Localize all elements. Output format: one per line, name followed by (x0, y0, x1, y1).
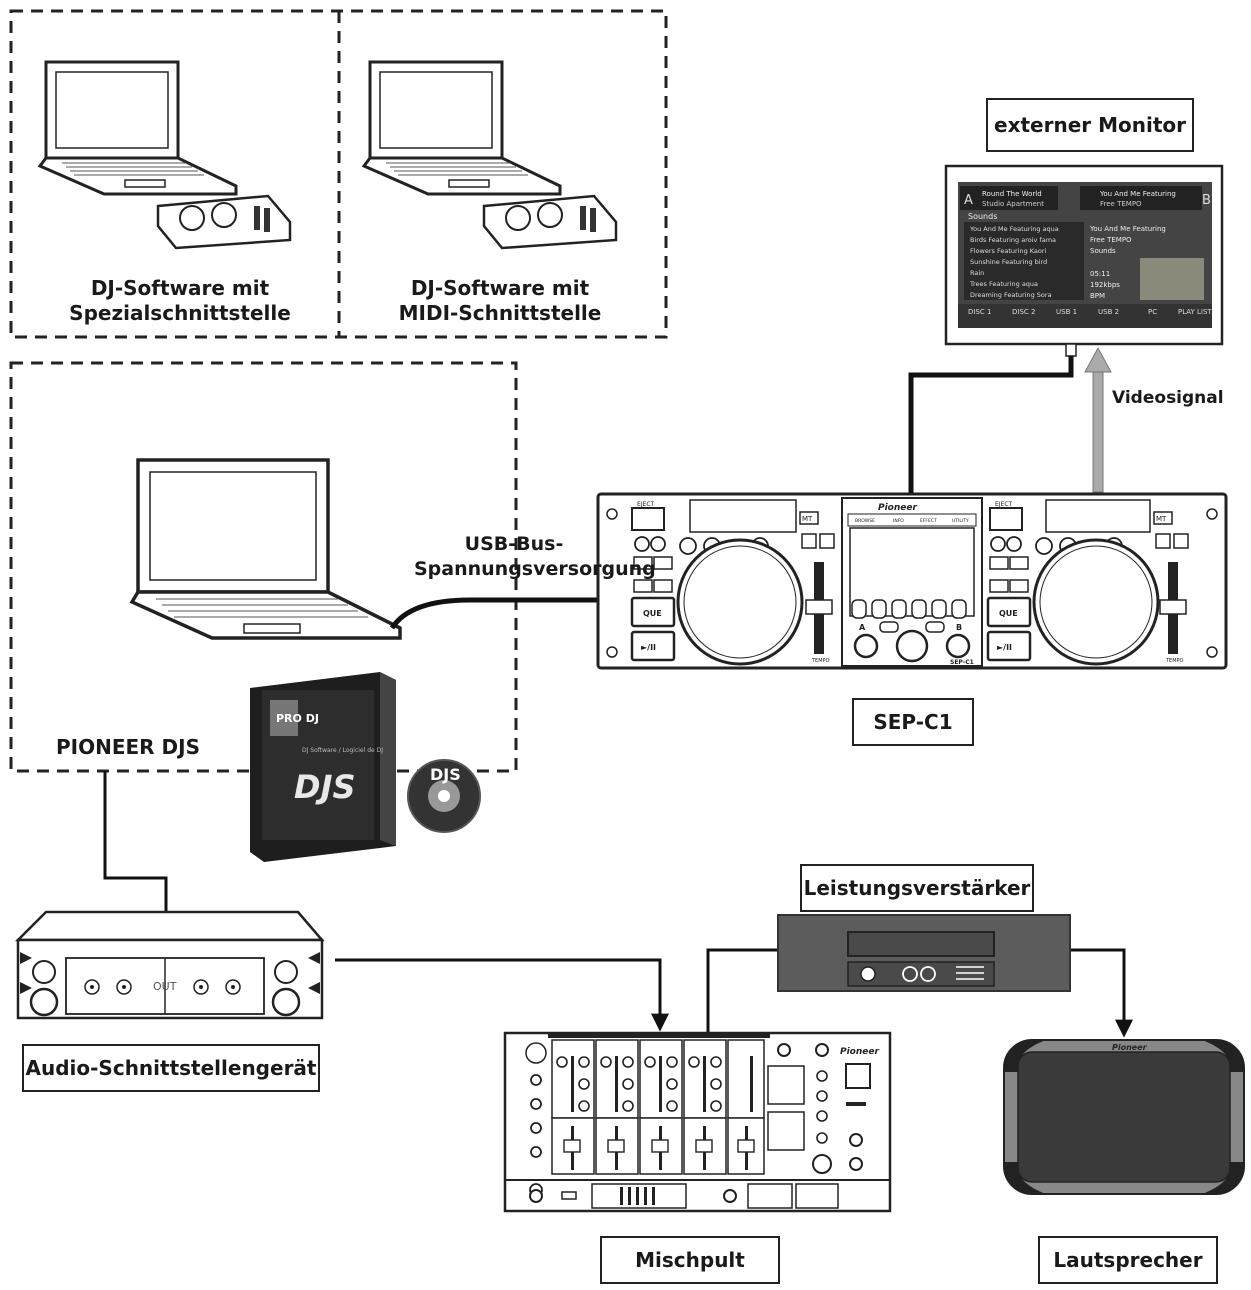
speaker-device: Pioneer (1003, 1039, 1245, 1195)
interface-to-mixer-cable (335, 958, 669, 1032)
eject-label: EJECT (637, 501, 655, 508)
label-sep-c1: SEP-C1 (852, 698, 974, 746)
screen-track-list: You And Me Featuring aqua Birds Featurin… (969, 225, 1059, 299)
model-label: SEP-C1 (950, 659, 974, 666)
label-video-signal: Videosignal (1112, 388, 1224, 408)
screen-deck-b: B (1202, 193, 1211, 208)
screen-list-item: Rain (970, 269, 984, 277)
screen-list-item: Trees Featuring aqua (969, 280, 1038, 288)
midi-controller-icon (482, 194, 618, 250)
group-label-line: MIDI-Schnittstelle (398, 301, 602, 325)
screen-info-item: You And Me Featuring (1089, 225, 1166, 233)
djs-box-brand: PRO DJ (276, 712, 319, 725)
tempo-label: TEMPO (811, 658, 830, 664)
speaker-pioneer-logo: Pioneer (1112, 1043, 1148, 1052)
group-label-line: Spezialschnittstelle (69, 301, 291, 325)
mixer-to-amp-cable (706, 948, 778, 1034)
usb-power-line: Spannungsversorgung (414, 558, 656, 580)
tab-effect: EFFECT (920, 518, 937, 524)
group-label-line: DJ-Software mit (410, 276, 590, 300)
label-audio-interface: Audio-Schnittstellengerät (22, 1044, 320, 1092)
screen-info-panel: You And Me Featuring Free TEMPO Sounds 0… (1089, 225, 1166, 300)
label-speaker: Lautsprecher (1038, 1236, 1218, 1284)
label-external-monitor: externer Monitor (986, 98, 1194, 152)
eject-label: EJECT (995, 501, 1013, 508)
group-label-special-interface: DJ-Software mit Spezialschnittstelle (40, 276, 320, 326)
laptop-icon (129, 458, 402, 640)
group-label-pioneer-djs: PIONEER DJS (56, 735, 200, 759)
screen-tabs: DISC 1 DISC 2 USB 1 USB 2 PC PLAY LIST (968, 308, 1212, 316)
screen-tab: PC (1148, 308, 1157, 316)
screen-info-item: BPM (1090, 292, 1105, 300)
screen-track-b-artist: Free TEMPO (1100, 200, 1142, 208)
pioneer-logo: Pioneer (878, 503, 917, 513)
screen-info-item: 192kbps (1090, 281, 1120, 289)
load-a-label: A (859, 623, 866, 632)
laptop-icon (37, 60, 238, 196)
load-b-label: B (956, 623, 962, 632)
power-amplifier (777, 914, 1071, 992)
mixer-pioneer-logo: Pioneer (840, 1047, 879, 1057)
laptop-icon (361, 60, 562, 196)
out-label: OUT (153, 980, 177, 993)
usb-cable (389, 597, 604, 630)
screen-info-item: Sounds (1090, 247, 1116, 255)
tempo-label: TEMPO (1165, 658, 1184, 664)
screen-list-item: Flowers Featuring Kaori (970, 247, 1047, 255)
label-usb-power: USB-Bus- Spannungsversorgung (414, 532, 656, 582)
dashed-group-top (9, 9, 668, 339)
group-label-line: DJ-Software mit (90, 276, 270, 300)
mixer-device: Pioneer (503, 1031, 892, 1213)
que-label: QUE (999, 609, 1018, 618)
audio-interface-cable (103, 771, 168, 912)
screen-tab: PLAY LIST (1178, 308, 1212, 316)
djs-cd-icon: DJS (407, 759, 481, 833)
djs-box-subtitle: DJ Software / Logiciel de DJ (302, 747, 383, 754)
screen-track-b-title: You And Me Featuring (1099, 190, 1176, 198)
screen-tab: DISC 2 (1012, 308, 1035, 316)
djs-box-title: DJS (294, 768, 356, 806)
group-label-midi-interface: DJ-Software mit MIDI-Schnittstelle (360, 276, 640, 326)
screen-list-item: Birds Featuring aroiv fama (970, 236, 1056, 244)
screen-track-a-artist: Studio Apartment (982, 200, 1044, 208)
label-power-amplifier: Leistungsverstärker (800, 864, 1034, 912)
sep-c1-controller: EJECT MT QUE ►/II TEMPO Pioneer BROWSE I… (596, 492, 1228, 670)
screen-tab: DISC 1 (968, 308, 991, 316)
amp-to-speaker-cable (1070, 948, 1133, 1038)
play-label: ►/II (997, 643, 1012, 652)
screen-folder: Sounds (968, 212, 997, 221)
screen-list-item: You And Me Featuring aqua (969, 225, 1059, 233)
usb-power-line: USB-Bus- (464, 533, 564, 555)
screen-tab: USB 2 (1098, 308, 1119, 316)
play-label: ►/II (641, 643, 656, 652)
mt-label: MT (802, 515, 813, 523)
video-cable (908, 356, 1074, 498)
audio-interface-device: OUT (14, 910, 325, 1020)
video-signal-arrow (1084, 346, 1112, 493)
tab-browse: BROWSE (855, 518, 875, 524)
label-mixer: Mischpult (600, 1236, 780, 1284)
screen-deck-a: A (964, 193, 973, 208)
tab-utility: UTILITY (952, 518, 969, 524)
screen-info-item: Free TEMPO (1090, 236, 1132, 244)
que-label: QUE (643, 609, 662, 618)
screen-track-a-title: Round The World (982, 190, 1042, 198)
mt-label: MT (1156, 515, 1167, 523)
djs-cd-label: DJS (430, 765, 461, 784)
djs-software-box: PRO DJ DJS DJ Software / Logiciel de DJ (250, 672, 396, 862)
screen-tab: USB 1 (1056, 308, 1077, 316)
screen-list-item: Sunshine Featuring bird (970, 258, 1047, 266)
screen-info-item: 05:11 (1090, 270, 1110, 278)
tab-info: INFO (893, 518, 904, 524)
external-monitor: A Round The World Studio Apartment You A… (944, 164, 1224, 357)
dj-controller-icon (156, 194, 292, 250)
screen-list-item: Dreaming Featuring Sora (970, 291, 1052, 299)
